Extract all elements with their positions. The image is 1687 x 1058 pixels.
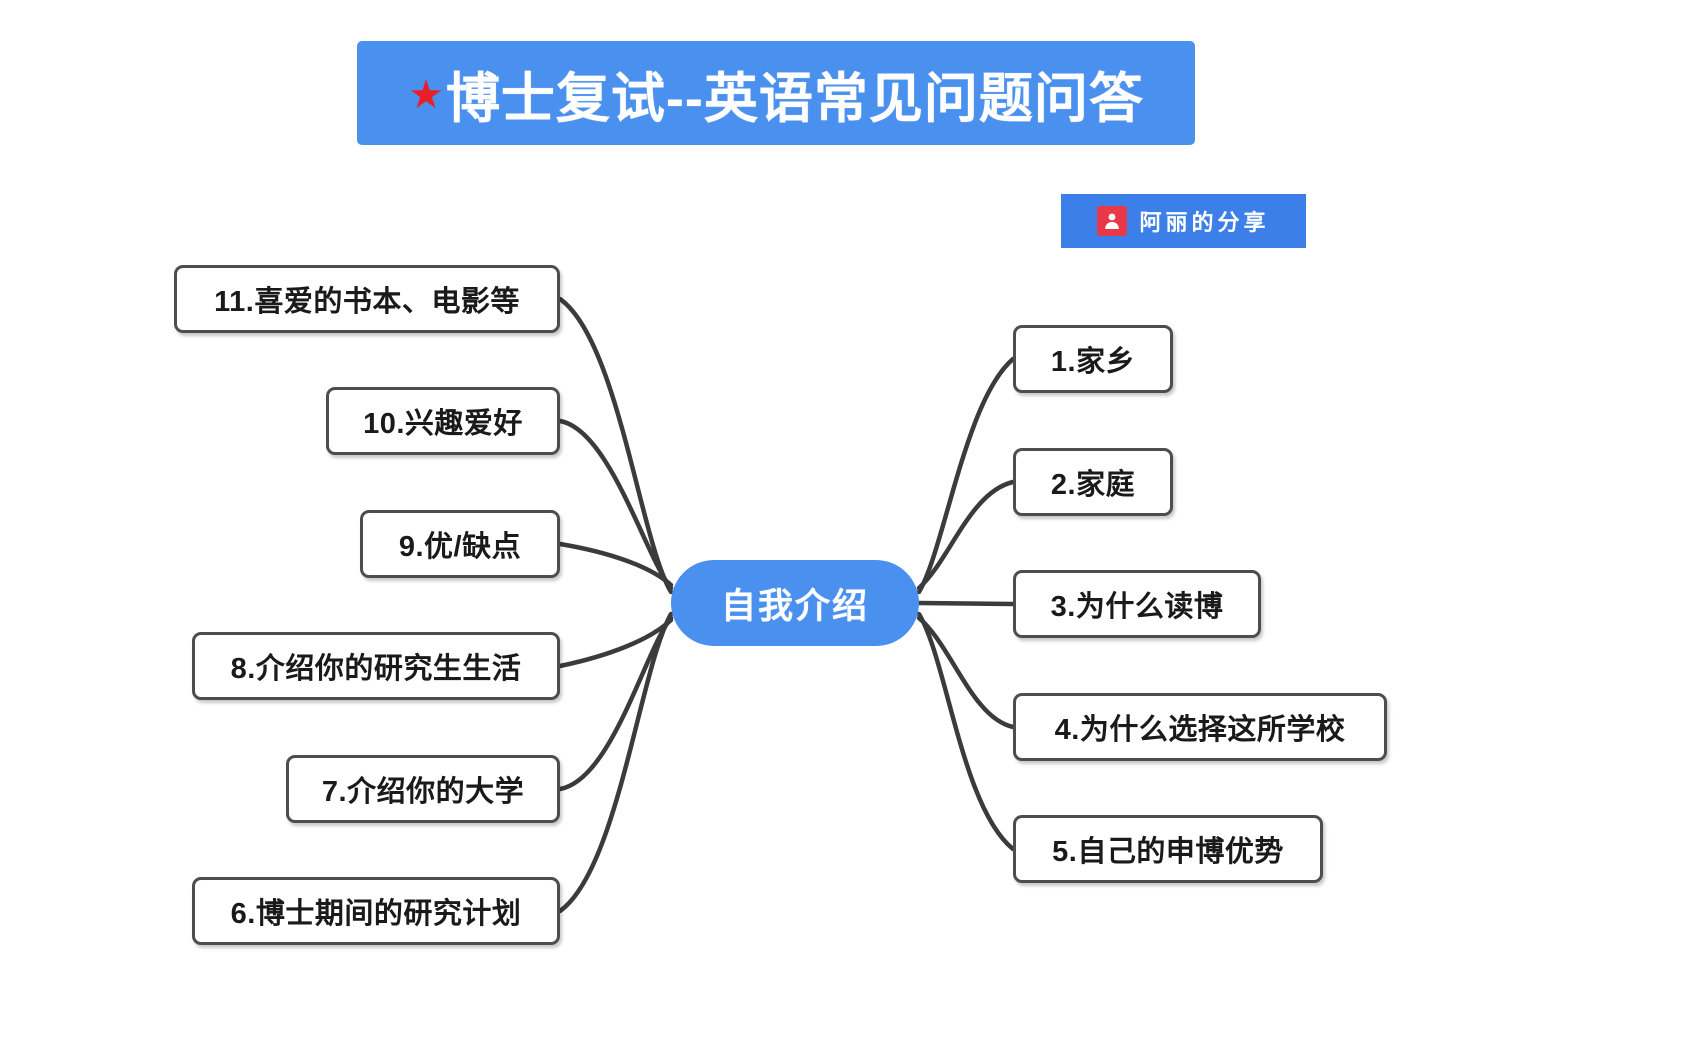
- node-1-label: 1.家乡: [1050, 346, 1136, 378]
- edge-to-4: [916, 615, 1016, 730]
- node-2-label: 2.家庭: [1050, 469, 1136, 501]
- central-node[interactable]: 自我介绍: [671, 560, 919, 646]
- node-8[interactable]: 8.介绍你的研究生生活: [192, 632, 560, 700]
- edge-to-10: [557, 418, 674, 591]
- edge-to-7: [557, 615, 674, 792]
- star-icon: ★: [408, 73, 444, 117]
- edge-to-2: [916, 479, 1016, 591]
- node-11[interactable]: 11.喜爱的书本、电影等: [174, 265, 560, 333]
- node-4[interactable]: 4.为什么选择这所学校: [1013, 693, 1387, 761]
- author-badge-label: 阿丽的分享: [1139, 210, 1270, 235]
- node-7[interactable]: 7.介绍你的大学: [286, 755, 560, 823]
- node-1[interactable]: 1.家乡: [1013, 325, 1173, 393]
- central-node-label: 自我介绍: [720, 586, 869, 626]
- page-title: 博士复试--英语常见问题问答: [445, 68, 1144, 129]
- author-badge: 阿丽的分享: [1061, 194, 1306, 248]
- title-banner: ★ 博士复试--英语常见问题问答: [357, 41, 1195, 145]
- node-7-label: 7.介绍你的大学: [321, 776, 525, 808]
- node-3-label: 3.为什么读博: [1050, 591, 1224, 623]
- node-2[interactable]: 2.家庭: [1013, 448, 1173, 516]
- edge-to-5: [916, 611, 1016, 852]
- edge-to-9: [557, 541, 674, 588]
- edge-to-1: [916, 356, 1016, 595]
- node-8-label: 8.介绍你的研究生生活: [230, 653, 522, 685]
- node-9[interactable]: 9.优/缺点: [360, 510, 560, 578]
- node-9-label: 9.优/缺点: [398, 531, 522, 563]
- node-5[interactable]: 5.自己的申博优势: [1013, 815, 1323, 883]
- node-11-label: 11.喜爱的书本、电影等: [214, 286, 520, 318]
- node-10[interactable]: 10.兴趣爱好: [326, 387, 560, 455]
- edge-to-8: [557, 617, 674, 669]
- edge-to-3: [916, 600, 1016, 607]
- node-4-label: 4.为什么选择这所学校: [1054, 714, 1346, 746]
- edge-to-6: [557, 611, 674, 914]
- edge-to-11: [557, 296, 674, 595]
- node-5-label: 5.自己的申博优势: [1052, 836, 1284, 868]
- node-6-label: 6.博士期间的研究计划: [230, 898, 522, 930]
- node-3[interactable]: 3.为什么读博: [1013, 570, 1261, 638]
- node-6[interactable]: 6.博士期间的研究计划: [192, 877, 560, 945]
- node-10-label: 10.兴趣爱好: [363, 408, 523, 440]
- user-avatar-icon: [1097, 206, 1128, 236]
